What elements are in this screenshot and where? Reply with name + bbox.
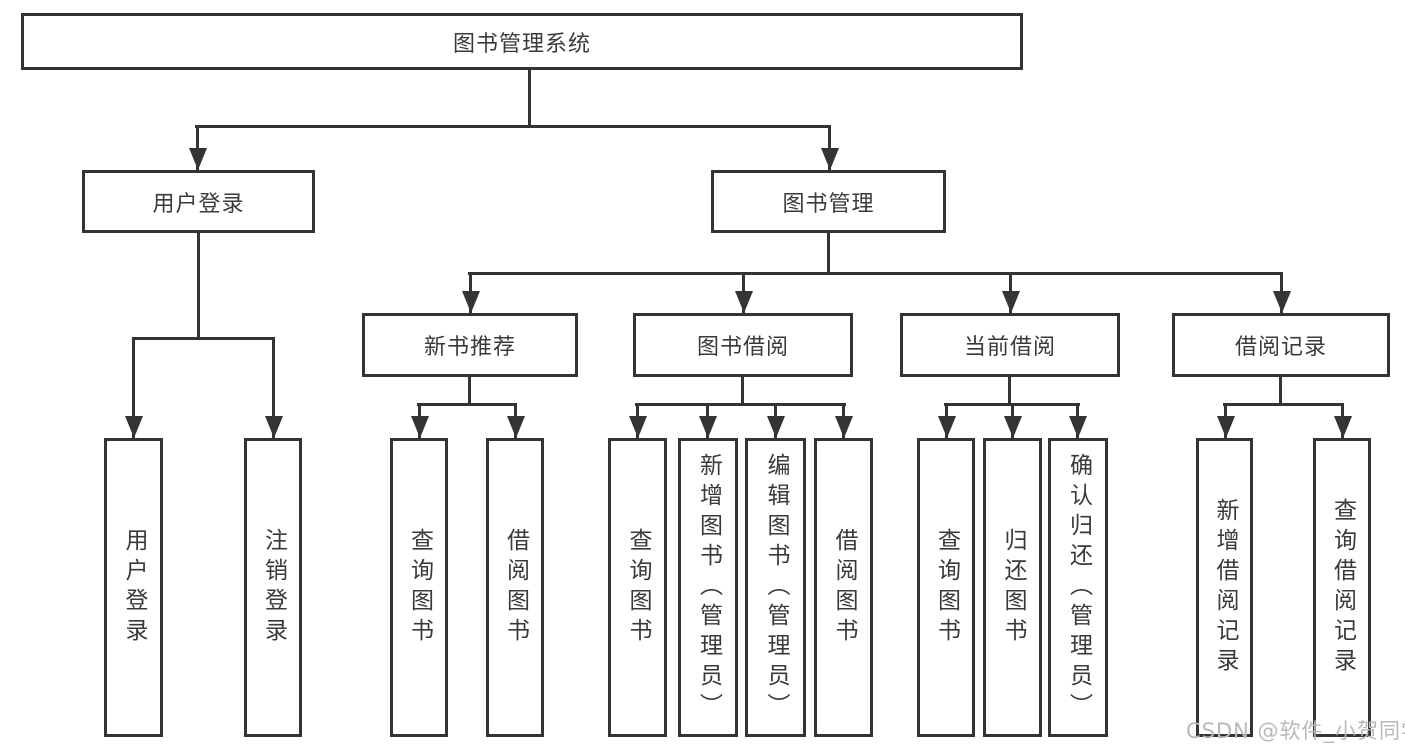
connector-new-book-recommend-split bbox=[417, 403, 517, 406]
leaf-query-books-under-recommend-label: 查询图书 bbox=[406, 527, 433, 648]
leaf-add-borrow-record-label: 新增借阅记录 bbox=[1212, 497, 1238, 678]
leaf-add-book-admin-label: 新增图书（管理员） bbox=[695, 452, 722, 723]
arrow-to-leaf-user-login bbox=[132, 337, 135, 438]
connector-book-management-split bbox=[468, 272, 1283, 275]
connector-root-split bbox=[195, 125, 831, 128]
arrow-to-confirm-return-admin bbox=[1076, 403, 1079, 438]
arrow-to-new-book-recommend bbox=[469, 272, 472, 313]
leaf-query-books-under-recommend: 查询图书 bbox=[390, 438, 448, 737]
arrow-to-borrow-books-1 bbox=[514, 403, 517, 438]
leaf-borrow-books-under-recommend-label: 借阅图书 bbox=[502, 527, 529, 648]
arrow-to-query-borrow-record bbox=[1341, 403, 1344, 438]
arrow-to-add-borrow-record bbox=[1224, 403, 1227, 438]
leaf-add-borrow-record: 新增借阅记录 bbox=[1196, 438, 1253, 737]
leaf-logout-label: 注销登录 bbox=[260, 527, 287, 648]
arrow-to-borrowing-records bbox=[1280, 272, 1283, 313]
csdn-watermark: CSDN @软件_小贺同学 bbox=[1186, 719, 1405, 743]
connector-borrowing-records-split bbox=[1223, 403, 1344, 406]
node-borrowing-records: 借阅记录 bbox=[1172, 313, 1390, 377]
leaf-edit-book-admin: 编辑图书（管理员） bbox=[745, 438, 806, 737]
arrow-to-return-books bbox=[1011, 403, 1014, 438]
connector-user-login-stem bbox=[197, 233, 200, 340]
node-user-login-label: 用户登录 bbox=[152, 191, 245, 217]
node-book-management: 图书管理 bbox=[711, 170, 946, 233]
arrow-to-add-book-admin bbox=[706, 403, 709, 438]
arrow-to-current-borrowing bbox=[1009, 272, 1012, 313]
leaf-query-borrow-record: 查询借阅记录 bbox=[1313, 438, 1371, 737]
arrow-to-query-books-2 bbox=[636, 403, 639, 438]
node-new-book-recommend: 新书推荐 bbox=[362, 313, 578, 377]
connector-book-borrowing-split bbox=[635, 403, 846, 406]
leaf-query-books-under-borrowing-label: 查询图书 bbox=[625, 527, 651, 648]
leaf-confirm-return-admin: 确认归还（管理员） bbox=[1048, 438, 1108, 737]
leaf-query-books-under-current-label: 查询图书 bbox=[933, 527, 960, 648]
connector-borrowing-records-stem bbox=[1279, 377, 1282, 406]
connector-root-stem bbox=[528, 69, 531, 126]
leaf-user-login-label: 用户登录 bbox=[121, 527, 147, 648]
arrow-to-book-management bbox=[828, 125, 831, 170]
leaf-query-books-under-borrowing: 查询图书 bbox=[608, 438, 667, 737]
leaf-borrow-books-under-recommend: 借阅图书 bbox=[486, 438, 544, 737]
node-new-book-recommend-label: 新书推荐 bbox=[423, 335, 516, 360]
leaf-borrow-books-under-borrowing: 借阅图书 bbox=[814, 438, 873, 737]
node-book-borrowing: 图书借阅 bbox=[633, 313, 853, 377]
connector-book-management-stem bbox=[827, 233, 830, 275]
leaf-logout: 注销登录 bbox=[244, 438, 302, 737]
leaf-add-book-admin: 新增图书（管理员） bbox=[678, 438, 738, 737]
leaf-query-borrow-record-label: 查询借阅记录 bbox=[1329, 497, 1356, 678]
leaf-query-books-under-current: 查询图书 bbox=[917, 438, 975, 737]
arrow-to-query-books-1 bbox=[418, 403, 421, 438]
node-system-root: 图书管理系统 bbox=[21, 13, 1023, 70]
arrow-to-book-borrowing bbox=[742, 272, 745, 313]
arrow-to-leaf-logout bbox=[272, 337, 275, 438]
leaf-user-login: 用户登录 bbox=[104, 438, 163, 737]
connector-new-book-recommend-stem bbox=[468, 377, 471, 406]
node-borrowing-records-label: 借阅记录 bbox=[1234, 335, 1327, 360]
node-book-management-label: 图书管理 bbox=[782, 191, 875, 217]
leaf-confirm-return-admin-label: 确认归还（管理员） bbox=[1065, 452, 1092, 723]
arrow-to-user-login bbox=[196, 125, 199, 170]
node-current-borrowing: 当前借阅 bbox=[900, 313, 1120, 377]
connector-user-login-split bbox=[132, 337, 275, 340]
node-current-borrowing-label: 当前借阅 bbox=[963, 335, 1056, 360]
node-system-root-label: 图书管理系统 bbox=[452, 31, 591, 57]
node-book-borrowing-label: 图书借阅 bbox=[696, 335, 789, 360]
leaf-return-books: 归还图书 bbox=[983, 438, 1042, 737]
leaf-borrow-books-under-borrowing-label: 借阅图书 bbox=[831, 527, 857, 648]
connector-book-borrowing-stem bbox=[741, 377, 744, 406]
arrow-to-query-books-3 bbox=[945, 403, 948, 438]
arrow-to-borrow-books-2 bbox=[842, 403, 845, 438]
node-user-login: 用户登录 bbox=[82, 170, 315, 233]
connector-current-borrowing-stem bbox=[1008, 377, 1011, 406]
leaf-edit-book-admin-label: 编辑图书（管理员） bbox=[763, 452, 789, 723]
arrow-to-edit-book-admin bbox=[774, 403, 777, 438]
leaf-return-books-label: 归还图书 bbox=[1000, 527, 1026, 648]
